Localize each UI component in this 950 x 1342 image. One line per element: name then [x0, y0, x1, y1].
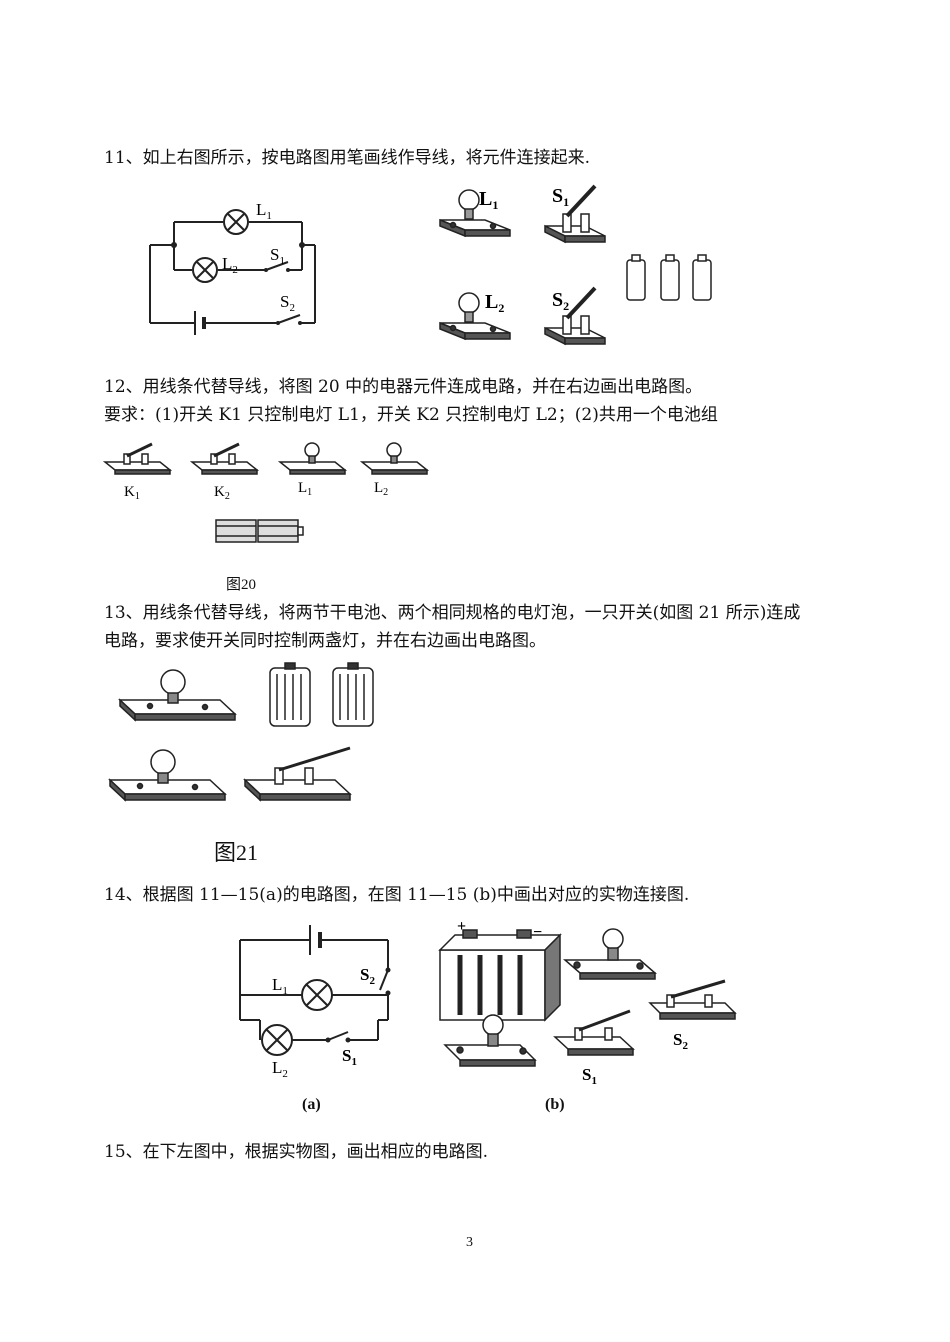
svg-text:+: + [457, 918, 466, 935]
battery-icon [626, 254, 712, 301]
svg-text:L2: L2 [272, 1058, 288, 1080]
q13-text-line1: 13、用线条代替导线，将两节干电池、两个相同规格的电灯泡，一只开关(如图 21 … [104, 603, 801, 623]
svg-text:S1: S1 [552, 185, 569, 209]
q12-requirement: 要求：(1)开关 K1 只控制电灯 L1，开关 K2 只控制电灯 L2；(2)共… [104, 405, 718, 425]
q13-components [108, 662, 374, 802]
q13-text-line2: 电路，要求使开关同时控制两盏灯，并在右边画出电路图。 [104, 631, 546, 651]
svg-text:S1: S1 [582, 1065, 597, 1087]
svg-text:S2: S2 [360, 965, 375, 987]
svg-text:S2: S2 [673, 1030, 688, 1052]
svg-text:S1: S1 [270, 245, 285, 267]
svg-text:K2: K2 [214, 484, 230, 502]
q11-physical-components: L1 S1 L2 S2 [439, 184, 712, 346]
q14-caption-b: (b) [545, 1096, 565, 1113]
switch-s1-icon [544, 184, 606, 244]
svg-text:K1: K1 [124, 484, 140, 502]
q15-text: 15、在下左图中，根据实物图，画出相应的电路图. [104, 1142, 489, 1162]
svg-text:L1: L1 [256, 200, 272, 222]
svg-text:S2: S2 [552, 289, 569, 313]
lamp-l1-icon [439, 189, 511, 238]
q14-physical-diagram-b: + − S2 S1 [438, 918, 737, 1087]
q14-caption-a: (a) [302, 1096, 321, 1113]
svg-text:L1: L1 [272, 975, 288, 997]
q12-text: 12、用线条代替导线，将图 20 中的电器元件连成电路，并在右边画出电路图。 [104, 377, 703, 397]
lamp-l2-icon [439, 292, 511, 341]
page-number: 3 [466, 1235, 473, 1250]
q12-components: K1 K2 L1 L2 [102, 442, 430, 543]
q12-figure-caption: 图20 [226, 577, 257, 593]
svg-text:L1: L1 [298, 480, 312, 498]
q14-text: 14、根据图 11—15(a)的电路图，在图 11—15 (b)中画出对应的实物… [104, 885, 690, 905]
svg-text:L2: L2 [222, 254, 238, 276]
svg-text:S2: S2 [280, 292, 295, 314]
svg-text:−: − [533, 924, 542, 941]
svg-text:L2: L2 [374, 480, 388, 498]
q11-text: 11、如上右图所示，按电路图用笔画线作导线，将元件连接起来. [104, 148, 591, 168]
q14-circuit-diagram-a: L1 L2 S1 S2 [239, 925, 391, 1080]
q13-figure-caption: 图21 [214, 840, 259, 865]
svg-text:L1: L1 [479, 188, 498, 212]
q11-circuit-diagram: L1 L2 S1 S2 [149, 200, 316, 335]
switch-s2-icon [544, 286, 606, 346]
svg-text:S1: S1 [342, 1046, 357, 1068]
svg-text:L2: L2 [485, 291, 504, 315]
